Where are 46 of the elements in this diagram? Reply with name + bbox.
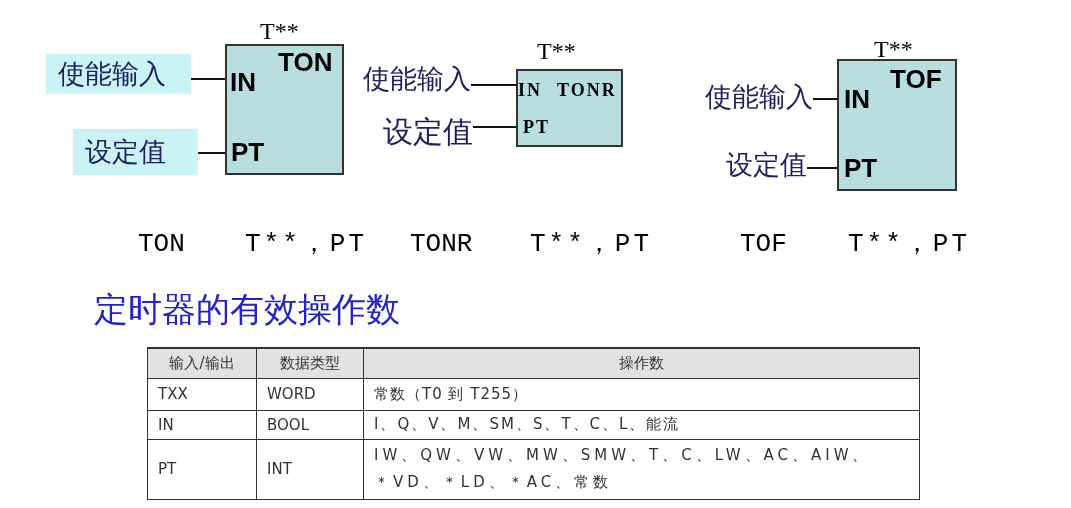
connector-line xyxy=(190,78,226,80)
timer-box xyxy=(225,44,344,175)
pin-label: IN xyxy=(230,69,256,95)
box-title: TOF xyxy=(890,66,942,92)
connector-line xyxy=(812,98,838,100)
pin-label: IN xyxy=(518,81,542,99)
timer-number: T** xyxy=(874,37,913,61)
table-cell: INT xyxy=(256,439,364,499)
timer-box xyxy=(837,59,957,191)
input-label: 设定值 xyxy=(383,117,473,147)
operand-text: T**，PT xyxy=(848,231,970,257)
table-cell: IW、QW、VW、MW、SMW、T、C、LW、AC、AIW、＊VD、＊LD、＊AC、常数 xyxy=(363,439,920,499)
highlighted-label: 设定值 xyxy=(73,129,198,175)
timer-number: T** xyxy=(537,39,576,63)
table-cell: IN xyxy=(147,410,257,439)
highlighted-label: 使能输入 xyxy=(46,54,191,94)
connector-line xyxy=(197,152,226,154)
table-cell: I、Q、V、M、SM、S、T、C、L、能流 xyxy=(363,410,920,439)
box-title: TON xyxy=(278,49,333,75)
box-title: TONR xyxy=(557,81,617,99)
table-cell: BOOL xyxy=(256,410,364,439)
input-label: 使能输入 xyxy=(363,65,471,92)
table-cell: WORD xyxy=(256,378,364,410)
pin-label: PT xyxy=(844,155,878,181)
table-header-cell: 操作数 xyxy=(363,348,920,378)
table-header-cell: 数据类型 xyxy=(256,348,364,378)
instruction-name: TONR xyxy=(410,231,473,257)
pin-label: IN xyxy=(844,86,870,112)
table-cell: PT xyxy=(147,439,257,499)
timer-box xyxy=(516,69,623,147)
connector-line xyxy=(472,126,517,128)
instruction-name: TON xyxy=(138,231,185,257)
input-label: 使能输入 xyxy=(705,83,813,110)
pin-label: PT xyxy=(231,139,265,165)
instruction-name: TOF xyxy=(740,231,787,257)
operand-text: T**，PT xyxy=(245,231,367,257)
table-cell: TXX xyxy=(147,378,257,410)
connector-line xyxy=(470,84,517,86)
input-label: 设定值 xyxy=(726,151,807,178)
timer-number: T** xyxy=(260,19,299,43)
table-header-cell: 输入/输出 xyxy=(147,348,257,378)
connector-line xyxy=(806,167,838,169)
operand-text: T**，PT xyxy=(530,231,652,257)
section-heading: 定时器的有效操作数 xyxy=(94,292,400,326)
table-cell: 常数（T0 到 T255） xyxy=(363,378,920,410)
pin-label: PT xyxy=(523,118,550,136)
